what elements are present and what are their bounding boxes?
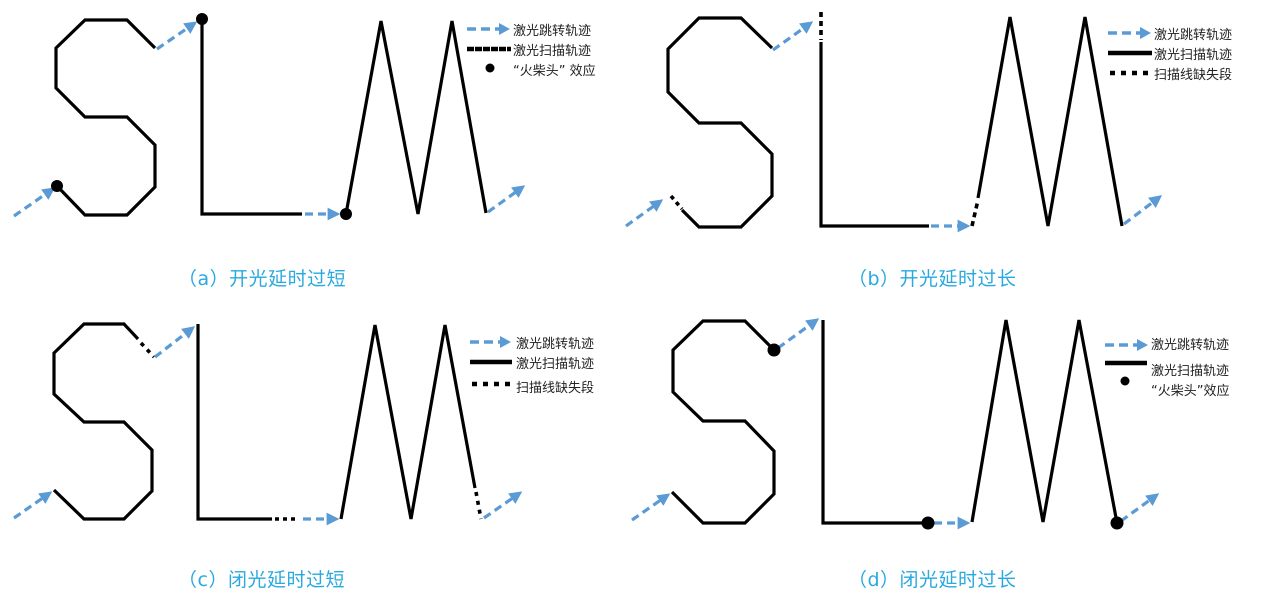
legend-item-jump: 激光跳转轨迹 (1103, 333, 1229, 353)
legend-item-missing: 扫描线缺失段 (1106, 63, 1232, 83)
jump-arrow-into-s (13, 491, 53, 520)
panel-d-diagram (631, 318, 1160, 530)
legend-label: 激光扫描轨迹 (516, 356, 595, 372)
letter-s-scan-path (52, 322, 154, 521)
panel-d-legend: 激光跳转轨迹 激光扫描轨迹 “火柴头”效应 (1103, 333, 1229, 399)
panel-c-diagram (13, 322, 523, 526)
jump-arrow-out-of-m (1120, 493, 1160, 523)
matchhead-dot (1110, 516, 1124, 530)
legend-label: 扫描线缺失段 (1154, 67, 1233, 83)
panel-a-legend: 激光跳转轨迹 激光扫描轨迹 “火柴头” 效应 (465, 19, 596, 79)
letter-s-missing-segment (669, 194, 684, 211)
legend-item-scan: 激光扫描轨迹 (1106, 43, 1232, 63)
legend-label: 激光跳转轨迹 (1154, 27, 1233, 43)
panel-a-diagram (13, 13, 526, 221)
panel-b-caption: （b）开光延时过长 (848, 268, 1017, 290)
jump-arrow-icon (470, 336, 511, 348)
letter-m-scan-path (970, 319, 1119, 524)
panel-d-caption: （d）闭光延时过长 (848, 569, 1017, 591)
legend-item-jump: 激光跳转轨迹 (465, 19, 596, 39)
jump-arrow-into-s (625, 199, 664, 228)
dotted-line-icon (1110, 70, 1152, 76)
panel-c-caption: （c）闭光延时过短 (178, 569, 345, 591)
jump-arrow-out-of-m (483, 491, 523, 520)
legend-label: 激光跳转轨迹 (1151, 337, 1230, 353)
letter-m-scan-path (976, 16, 1124, 227)
letter-m-missing-segment (970, 199, 980, 227)
jump-arrow-s-to-l (772, 21, 814, 52)
dot-icon (1120, 376, 1130, 386)
legend-label: 扫描线缺失段 (516, 380, 595, 396)
legend-label: 激光跳转轨迹 (513, 23, 592, 39)
letter-l-scan-path (819, 42, 929, 228)
matchhead-dot (196, 13, 208, 25)
letter-s-scan-path (670, 319, 776, 525)
legend-item-jump: 激光跳转轨迹 (1106, 23, 1232, 43)
jump-arrow-out-of-m (1123, 195, 1163, 226)
legend-item-scan: 激光扫描轨迹 (1103, 359, 1229, 379)
panel-b-diagram (625, 12, 1163, 233)
matchhead-dot (921, 516, 935, 530)
matchhead-dot (340, 208, 352, 220)
legend-item-scan: 激光扫描轨迹 (465, 39, 596, 59)
legend-label: “火柴头”效应 (1151, 383, 1230, 399)
jump-arrow-s-to-l (156, 21, 198, 51)
jump-arrow-s-to-l (777, 318, 820, 350)
panel-d: 激光跳转轨迹 激光扫描轨迹 “火柴头”效应 （d）闭光延时过长 (620, 300, 1278, 607)
scan-line-icon (1108, 50, 1152, 56)
panel-a: 激光跳转轨迹 激光扫描轨迹 “火柴头” 效应 （a）开光延时过短 (0, 0, 640, 300)
scan-line-icon (467, 46, 511, 52)
panel-b-legend: 激光跳转轨迹 激光扫描轨迹 扫描线缺失段 (1106, 23, 1232, 83)
panel-b: 激光跳转轨迹 激光扫描轨迹 扫描线缺失段 （b）开光延时过长 (620, 0, 1278, 300)
legend-item-missing: 扫描线缺失段 (468, 376, 594, 396)
letter-l-scan-path (196, 324, 272, 521)
letter-m-scan-path (344, 20, 488, 215)
legend-label: 激光跳转轨迹 (516, 336, 595, 352)
dotted-line-icon (472, 381, 512, 387)
matchhead-dot (51, 180, 63, 192)
legend-label: 激光扫描轨迹 (513, 43, 592, 59)
jump-arrow-icon (467, 23, 510, 35)
scan-line-icon (470, 359, 512, 365)
jump-arrow-into-s (13, 187, 56, 218)
jump-arrow-icon (1108, 27, 1151, 39)
matchhead-dot (767, 343, 781, 357)
panel-c: 激光跳转轨迹 激光扫描轨迹 扫描线缺失段 （c）闭光延时过短 (0, 300, 640, 607)
legend-item-jump: 激光跳转轨迹 (468, 332, 594, 352)
legend-item-matchhead: “火柴头” 效应 (465, 59, 596, 79)
letter-l-scan-path (200, 19, 302, 216)
letter-m-scan-path (339, 324, 477, 520)
letter-s-scan-path (54, 18, 157, 217)
legend-label: “火柴头” 效应 (513, 63, 596, 79)
jump-arrow-out-of-m (487, 185, 526, 214)
letter-s-scan-path (666, 16, 774, 229)
dot-icon (485, 63, 495, 73)
legend-label: 激光扫描轨迹 (1151, 363, 1230, 379)
letter-m-missing-segment (474, 491, 483, 520)
legend-label: 激光扫描轨迹 (1154, 47, 1233, 63)
jump-arrow-s-to-l (154, 326, 196, 359)
jump-arrow-icon (1105, 339, 1148, 351)
jump-arrow-into-s (631, 493, 671, 522)
letter-s-missing-segment (139, 341, 156, 359)
letter-l-scan-path (821, 320, 928, 525)
panel-a-caption: （a）开光延时过短 (178, 268, 347, 290)
scan-line-icon (1105, 360, 1147, 366)
legend-item-matchhead: “火柴头”效应 (1103, 376, 1230, 399)
legend-item-scan: 激光扫描轨迹 (468, 352, 594, 372)
panel-c-legend: 激光跳转轨迹 激光扫描轨迹 扫描线缺失段 (468, 332, 594, 396)
